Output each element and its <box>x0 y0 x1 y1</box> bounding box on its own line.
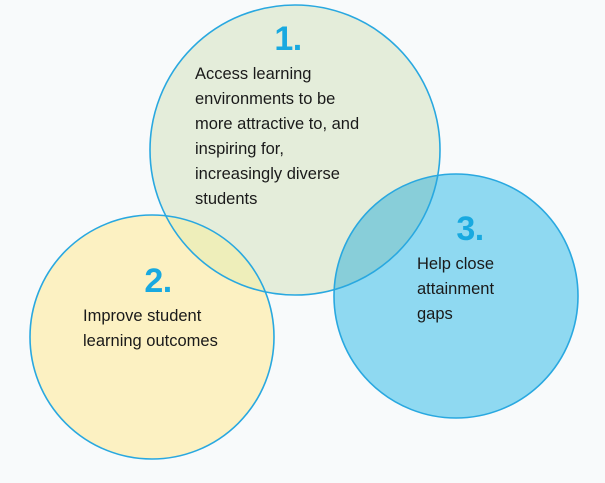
circle-2-fill[interactable] <box>30 215 274 459</box>
circle-3-number: 3. <box>456 210 484 248</box>
circle-1-text: Access learning environments to be more … <box>195 65 360 208</box>
circle-3-label: 3. Help close attainment gaps <box>417 212 567 327</box>
circle-1-number: 1. <box>274 20 302 58</box>
circle-1-label: 1. Access learning environments to be mo… <box>195 22 405 212</box>
circle-3-text: Help close attainment gaps <box>417 255 495 323</box>
circle-1-outline <box>149 4 441 296</box>
circle-2-text: Improve student learning outcomes <box>83 307 218 350</box>
circle-3-outline <box>333 173 579 419</box>
overlap-1-3-fill <box>334 174 440 295</box>
circle-2-label: 2. Improve student learning outcomes <box>83 264 263 354</box>
circle-2-outline <box>29 214 275 460</box>
circle-2-number: 2. <box>144 262 172 300</box>
